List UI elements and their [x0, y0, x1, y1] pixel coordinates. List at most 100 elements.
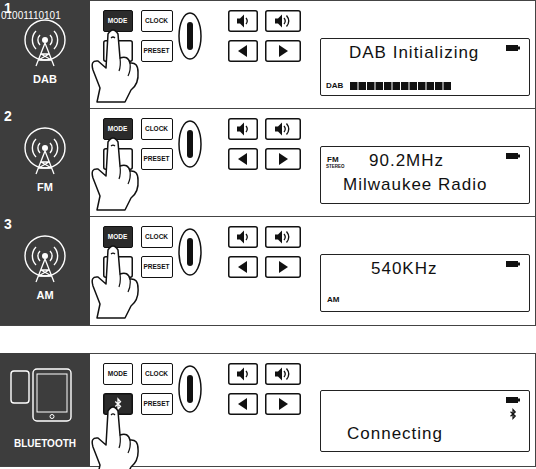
- left-button: [229, 394, 258, 415]
- finger-lines: [111, 253, 130, 292]
- progress-bar: [367, 82, 375, 90]
- mode-label: FM: [0, 182, 90, 193]
- knob-grip: [187, 375, 193, 403]
- pointing-hand: [92, 30, 138, 102]
- radio-button: MODE: [103, 363, 133, 385]
- row-frame: [1, 217, 536, 326]
- battery-tip: [518, 155, 520, 158]
- left-arrow: [238, 153, 247, 165]
- button-label: CLOCK: [142, 364, 171, 383]
- radio-button: CLOCK: [141, 226, 173, 248]
- radio-button: PRESET: [141, 256, 173, 278]
- lcd-display: DAB InitializingDAB: [320, 38, 530, 96]
- progress-bar: [427, 82, 435, 90]
- sound-waves: [246, 234, 247, 240]
- volume-up-button: [266, 364, 301, 385]
- row-frame: [1, 354, 536, 467]
- radio-button: [104, 257, 133, 278]
- tablet-button: [50, 415, 54, 419]
- volume-up-button: [266, 119, 301, 140]
- button-label: PRESET: [142, 257, 171, 276]
- right-arrow: [279, 261, 288, 273]
- left-button: [229, 41, 258, 62]
- mode-label: DAB: [0, 74, 90, 85]
- battery-tip: [518, 399, 520, 402]
- button-label: PRESET: [142, 149, 171, 168]
- volume-down-button: [229, 119, 258, 140]
- sound-waves: [284, 16, 289, 27]
- display-text: Milwaukee Radio: [343, 176, 487, 193]
- volume-up-button: [266, 11, 301, 32]
- mode-label: 01001110101: [1, 11, 61, 21]
- bluetooth-symbol: [511, 410, 516, 419]
- button-label: CLOCK: [142, 119, 171, 138]
- button-label: MODE: [104, 227, 131, 246]
- radio-button: CLOCK: [141, 118, 173, 140]
- sound-waves: [284, 124, 289, 135]
- phone-icon: [11, 371, 29, 403]
- progress-bar: [418, 82, 426, 90]
- radio-waves: [32, 139, 57, 157]
- right-arrow: [279, 45, 288, 57]
- radio-button: [104, 394, 133, 415]
- row-frame: [1, 1, 536, 109]
- radio-waves: [32, 247, 57, 265]
- antenna-tower: [36, 151, 54, 174]
- battery-icon: [506, 45, 518, 51]
- finger-lines: [111, 414, 130, 453]
- lcd-display: FMSTEREO90.2MHzMilwaukee Radio: [320, 146, 530, 204]
- sound-waves: [284, 232, 289, 243]
- right-arrow: [279, 398, 288, 410]
- radio-button: [104, 149, 133, 170]
- button-label: CLOCK: [142, 227, 171, 246]
- right-button: [266, 41, 301, 62]
- row-frame: [1, 109, 536, 217]
- display-text: FM: [327, 156, 339, 164]
- row-drawing: [25, 119, 520, 210]
- left-arrow: [238, 398, 247, 410]
- mode-panel: 2FM: [0, 108, 90, 216]
- mode-panel: 101001110101DAB: [0, 0, 90, 108]
- progress-bar: [401, 82, 409, 90]
- knob-grip: [187, 238, 193, 266]
- pointing-hand: [92, 407, 138, 469]
- progress-bar: [384, 82, 392, 90]
- radio-button: CLOCK: [141, 10, 173, 32]
- display-text: DAB Initializing: [349, 44, 479, 61]
- progress-bar: [410, 82, 418, 90]
- finger-lines: [111, 145, 130, 184]
- volume-up-button: [266, 227, 301, 248]
- bluetooth-symbol: [115, 399, 120, 409]
- display-text: 540KHz: [371, 260, 437, 277]
- tablet-screen: [37, 374, 67, 412]
- tuning-knob: [179, 229, 201, 275]
- display-text: STEREO: [326, 165, 345, 170]
- battery-icon: [506, 261, 518, 267]
- radio-button: CLOCK: [141, 363, 173, 385]
- button-label: PRESET: [142, 41, 171, 60]
- battery-icon: [506, 397, 518, 403]
- radio-button: PRESET: [141, 148, 173, 170]
- volume-down-button: [229, 227, 258, 248]
- right-arrow: [279, 153, 288, 165]
- antenna-tip: [42, 145, 48, 151]
- progress-bar: [376, 82, 384, 90]
- progress-bar: [350, 82, 358, 90]
- pointing-hand: [92, 138, 138, 210]
- antenna-ring: [25, 236, 65, 276]
- battery-tip: [518, 263, 520, 266]
- mode-panel: BLUETOOTH: [0, 353, 90, 466]
- sound-waves: [246, 371, 247, 377]
- tuning-knob: [179, 13, 201, 59]
- antenna-tower: [36, 259, 54, 282]
- speaker-icon: [275, 15, 282, 28]
- left-button: [229, 149, 258, 170]
- progress-bar: [393, 82, 401, 90]
- lcd-display: 540KHzAM: [320, 254, 530, 312]
- speaker-icon: [237, 231, 244, 244]
- sound-waves: [284, 369, 289, 380]
- display-text: Connecting: [347, 425, 443, 442]
- sound-waves: [246, 126, 247, 132]
